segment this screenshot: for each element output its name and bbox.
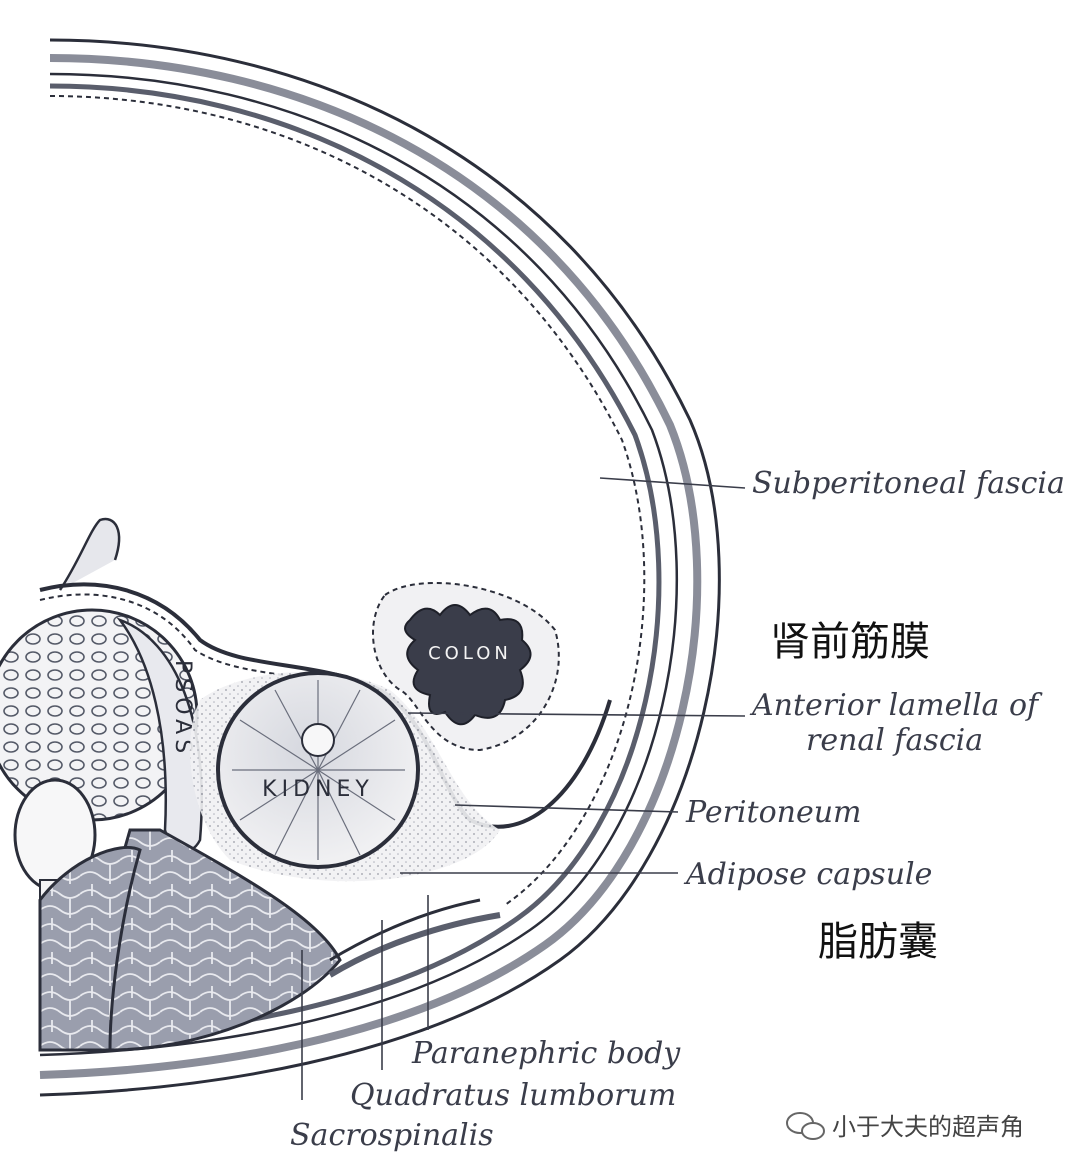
label-anterior-lamella-2: renal fascia bbox=[806, 723, 983, 758]
colon: COLON bbox=[372, 581, 560, 752]
leader-subperitoneal bbox=[599, 477, 746, 489]
label-cn-adipose-capsule: 脂肪囊 bbox=[818, 919, 938, 965]
leader-peritoneum bbox=[454, 804, 679, 813]
label-quadratus-lumborum: Quadratus lumborum bbox=[350, 1078, 676, 1113]
label-subperitoneal-fascia: Subperitoneal fascia bbox=[752, 466, 1065, 501]
kidney-label: KIDNEY bbox=[262, 777, 374, 802]
abdominal-wall bbox=[39, 38, 721, 1097]
label-anterior-lamella-1: Anterior lamella of bbox=[749, 688, 1043, 723]
psoas-muscle: PSOAS bbox=[116, 617, 203, 852]
wechat-icon bbox=[786, 1112, 825, 1140]
label-cn-anterior-renal-fascia: 肾前筋膜 bbox=[770, 619, 930, 665]
label-paranephric-body: Paranephric body bbox=[411, 1036, 681, 1071]
label-peritoneum: Peritoneum bbox=[685, 795, 862, 830]
colon-label: COLON bbox=[428, 643, 512, 664]
kidney: KIDNEY bbox=[216, 671, 420, 869]
leader-lines bbox=[301, 477, 746, 1100]
label-sacrospinalis: Sacrospinalis bbox=[290, 1118, 494, 1153]
back-muscles bbox=[38, 828, 501, 1052]
watermark: 小于大夫的超声角 bbox=[786, 1112, 1024, 1141]
watermark-text: 小于大夫的超声角 bbox=[832, 1113, 1024, 1141]
label-adipose-capsule: Adipose capsule bbox=[683, 857, 932, 892]
leader-anterior-lamella bbox=[407, 712, 746, 717]
